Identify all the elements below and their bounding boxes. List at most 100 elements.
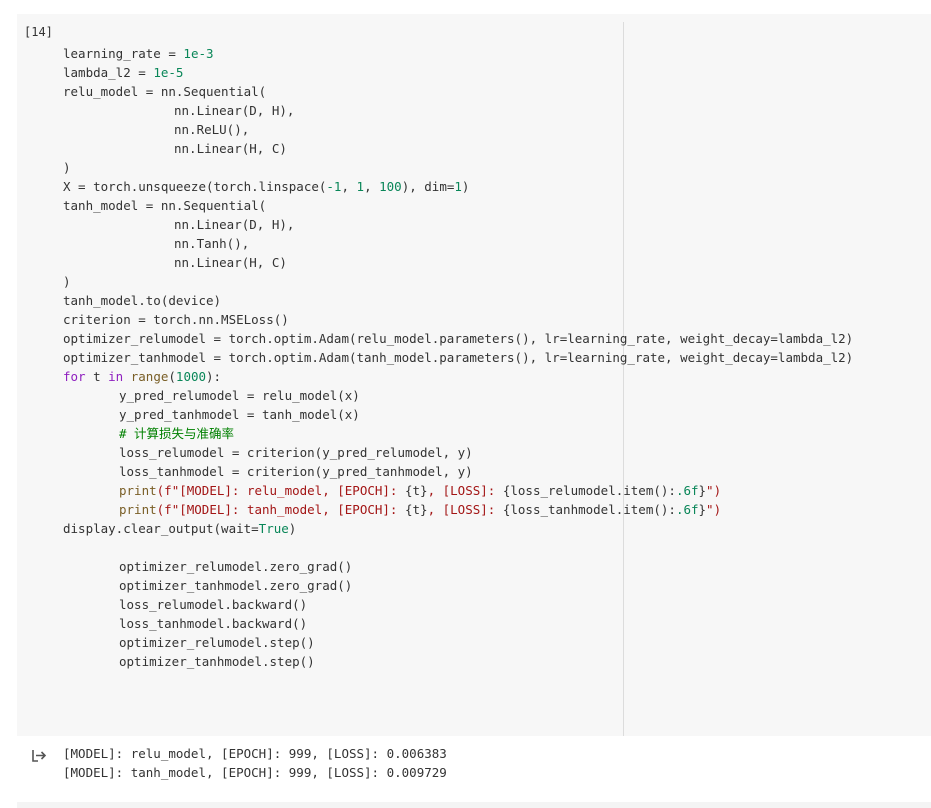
output-line: [MODEL]: tanh_model, [EPOCH]: 999, [LOSS… [63, 765, 447, 780]
code-line: ) [63, 272, 853, 291]
code-token: 1e-5 [153, 65, 184, 80]
code-line: nn.Tanh(), [63, 234, 853, 253]
code-token: range [130, 369, 169, 384]
code-token: loss_relumodel.backward() [119, 597, 308, 612]
code-token: ) [63, 160, 71, 175]
code-token: tanh_model = nn.Sequential( [63, 198, 267, 213]
code-token: {t} [405, 483, 428, 498]
code-line: for t in range(1000): [63, 367, 853, 386]
code-line: ) [63, 158, 853, 177]
code-token: {loss_relumodel.item(): [502, 483, 676, 498]
code-token: display.clear_output(wait= [63, 521, 259, 536]
code-token: ), dim= [401, 179, 455, 194]
code-token: in [108, 369, 124, 384]
code-token: } [698, 483, 707, 498]
code-token: , [LOSS]: [427, 502, 503, 517]
code-token: print [119, 502, 157, 517]
code-line: optimizer_tanhmodel.step() [63, 652, 853, 671]
code-line: y_pred_tanhmodel = tanh_model(x) [63, 405, 853, 424]
code-token: optimizer_relumodel.step() [119, 635, 315, 650]
code-line: nn.Linear(H, C) [63, 253, 853, 272]
code-token: learning_rate = [63, 46, 184, 61]
code-token: 1 [454, 179, 462, 194]
code-token [123, 369, 131, 384]
code-token: , [LOSS]: [427, 483, 503, 498]
code-token: True [258, 521, 289, 536]
code-token: tanh_model.to(device) [63, 293, 222, 308]
code-token: loss_tanhmodel.backward() [119, 616, 308, 631]
code-token: optimizer_relumodel = torch.optim.Adam(r… [63, 331, 854, 346]
code-token: .6f [675, 502, 699, 517]
code-token: # 计算损失与准确率 [119, 426, 235, 441]
code-line: loss_tanhmodel = criterion(y_pred_tanhmo… [63, 462, 853, 481]
code-token: {t} [405, 502, 428, 517]
code-token: nn.Tanh(), [174, 236, 250, 251]
code-token: nn.Linear(H, C) [174, 255, 287, 270]
code-line: tanh_model.to(device) [63, 291, 853, 310]
code-token: } [698, 502, 707, 517]
code-line: nn.Linear(D, H), [63, 101, 853, 120]
code-token: 1e-3 [183, 46, 214, 61]
code-line: nn.Linear(D, H), [63, 215, 853, 234]
code-token: ) [461, 179, 470, 194]
code-token: criterion = torch.nn.MSELoss() [63, 312, 289, 327]
code-line: criterion = torch.nn.MSELoss() [63, 310, 853, 329]
output-line: [MODEL]: relu_model, [EPOCH]: 999, [LOSS… [63, 746, 447, 761]
next-code-cell[interactable] [17, 802, 931, 808]
code-line: learning_rate = 1e-3 [63, 44, 853, 63]
code-line: loss_relumodel.backward() [63, 595, 853, 614]
code-token: optimizer_tanhmodel = torch.optim.Adam(t… [63, 350, 854, 365]
code-cell[interactable] [17, 14, 931, 736]
code-token: ): [206, 369, 222, 384]
code-line: loss_relumodel = criterion(y_pred_relumo… [63, 443, 853, 462]
code-token: X = torch.unsqueeze(torch.linspace( [63, 179, 327, 194]
code-token: (f"[MODEL]: relu_model, [EPOCH]: [156, 483, 405, 498]
execution-count: [14] [24, 25, 53, 39]
code-token: 1 [356, 179, 365, 194]
code-token: optimizer_tanhmodel.step() [119, 654, 315, 669]
code-line: nn.ReLU(), [63, 120, 853, 139]
code-line: optimizer_relumodel.step() [63, 633, 853, 652]
code-token: for [63, 369, 86, 384]
code-token: 100 [379, 179, 402, 194]
code-line: # 计算损失与准确率 [63, 424, 853, 443]
cell-output: [MODEL]: relu_model, [EPOCH]: 999, [LOSS… [63, 744, 447, 782]
code-token: ) [288, 521, 297, 536]
code-token: ) [63, 274, 71, 289]
code-token: , [364, 179, 380, 194]
code-token: print [119, 483, 157, 498]
code-line: y_pred_relumodel = relu_model(x) [63, 386, 853, 405]
code-line: relu_model = nn.Sequential( [63, 82, 853, 101]
code-line: print(f"[MODEL]: tanh_model, [EPOCH]: {t… [63, 500, 853, 519]
code-token: y_pred_relumodel = relu_model(x) [119, 388, 360, 403]
code-token: {loss_tanhmodel.item(): [502, 502, 676, 517]
code-token: -1 [326, 179, 342, 194]
code-token: y_pred_tanhmodel = tanh_model(x) [119, 407, 360, 422]
code-token: t [85, 369, 109, 384]
code-line: display.clear_output(wait=True) [63, 519, 853, 538]
code-token: optimizer_tanhmodel.zero_grad() [119, 578, 353, 593]
code-token: nn.Linear(D, H), [174, 103, 295, 118]
code-token: optimizer_relumodel.zero_grad() [119, 559, 353, 574]
code-line: lambda_l2 = 1e-5 [63, 63, 853, 82]
code-token: loss_relumodel = criterion(y_pred_relumo… [119, 445, 473, 460]
code-token: ") [706, 502, 722, 517]
code-token: nn.Linear(H, C) [174, 141, 287, 156]
code-token: relu_model = nn.Sequential( [63, 84, 267, 99]
code-line: optimizer_tanhmodel.zero_grad() [63, 576, 853, 595]
code-line: X = torch.unsqueeze(torch.linspace(-1, 1… [63, 177, 853, 196]
code-line: nn.Linear(H, C) [63, 139, 853, 158]
output-arrow-icon[interactable] [30, 747, 48, 765]
code-token: 1000 [175, 369, 207, 384]
code-token: loss_tanhmodel = criterion(y_pred_tanhmo… [119, 464, 473, 479]
code-token: nn.ReLU(), [174, 122, 250, 137]
code-token: ( [168, 369, 176, 384]
code-token: , [341, 179, 357, 194]
code-line [63, 538, 853, 557]
code-token: lambda_l2 = [63, 65, 154, 80]
code-line: tanh_model = nn.Sequential( [63, 196, 853, 215]
code-line: loss_tanhmodel.backward() [63, 614, 853, 633]
code-line: optimizer_relumodel = torch.optim.Adam(r… [63, 329, 853, 348]
code-token: ") [706, 483, 722, 498]
